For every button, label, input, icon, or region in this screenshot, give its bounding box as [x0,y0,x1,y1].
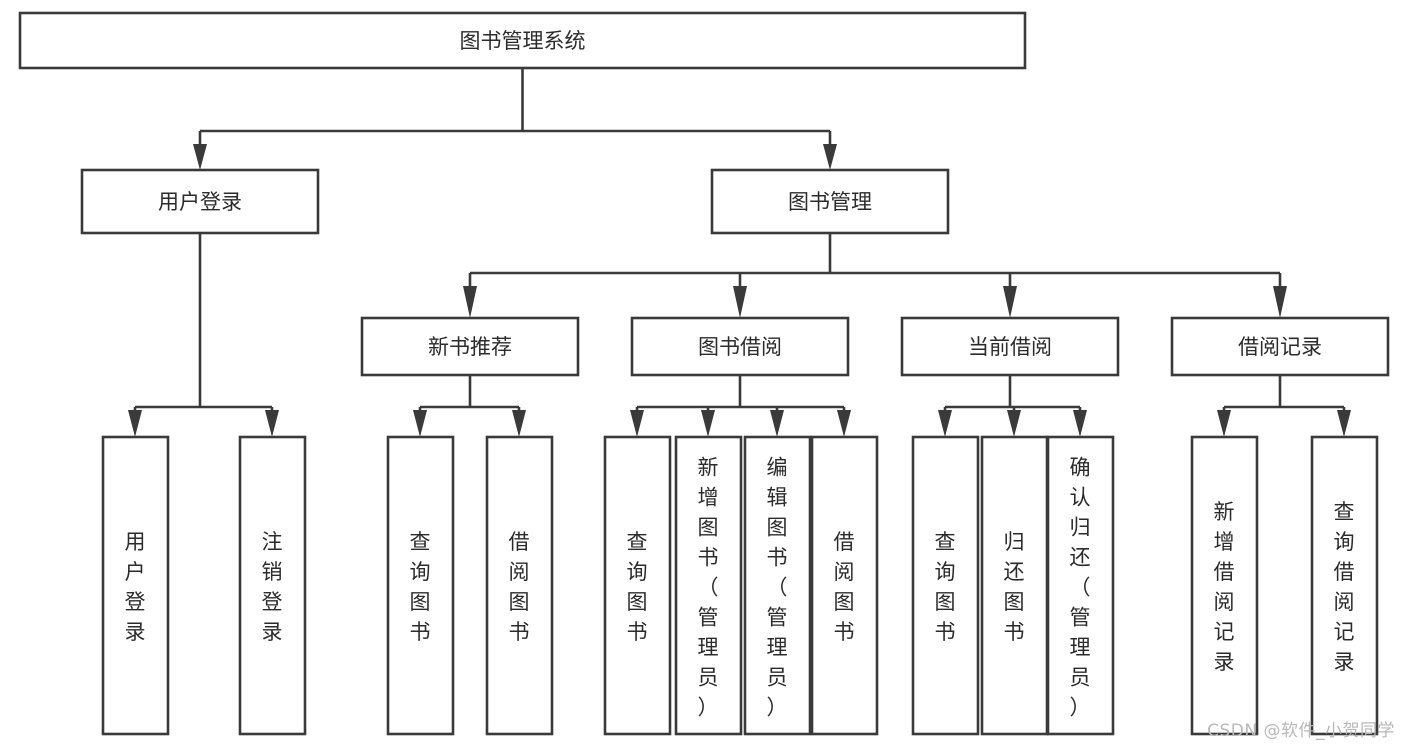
arrowhead-leaf-add-book [701,410,715,437]
arrowhead-book-borrow [733,286,747,318]
node-leaf-add-book-box[interactable] [674,435,743,736]
arrowhead-leaf-logout [265,410,279,437]
node-leaf-confirm-return-label: 确认归还（管理员） [1070,455,1091,719]
node-book-borrow[interactable]: 图书借阅 [630,316,850,377]
connector-group-book-borrow [630,375,851,437]
node-leaf-user-login[interactable]: 用户登录 [101,435,170,736]
node-leaf-edit-book-label: 编辑图书（管理员） [767,455,788,719]
node-user-login[interactable]: 用户登录 [80,168,320,235]
node-leaf-add-book[interactable]: 新增图书（管理员） [674,435,743,736]
node-book-mgmt[interactable]: 图书管理 [710,168,950,235]
arrowhead-leaf-query-record [1337,410,1351,437]
arrowhead-leaf-query-book-c [938,410,952,437]
arrowhead-leaf-add-record [1217,410,1231,437]
node-leaf-return-book-box[interactable] [980,435,1049,736]
node-leaf-user-login-label: 用户登录 [125,530,146,644]
node-user-login-label: 用户登录 [158,190,242,214]
node-book-mgmt-label: 图书管理 [788,190,872,214]
node-leaf-query-book-c-label: 查询图书 [935,530,956,644]
node-current-borrow-label: 当前借阅 [968,335,1052,359]
node-root[interactable]: 图书管理系统 [18,11,1027,70]
node-root-label: 图书管理系统 [460,29,586,53]
connector-group-root [193,68,837,170]
arrowhead-borrow-record [1273,286,1287,318]
node-borrow-record-box[interactable] [1170,316,1390,377]
node-leaf-query-book-a-label: 查询图书 [410,530,431,644]
node-leaf-query-record-box[interactable] [1310,435,1379,736]
node-leaf-query-book-c[interactable]: 查询图书 [911,435,980,736]
node-current-borrow-box[interactable] [900,316,1120,377]
node-leaf-edit-book-box[interactable] [743,435,812,736]
node-leaf-query-book-b-box[interactable] [603,435,672,736]
node-leaf-logout-box[interactable] [238,435,307,736]
node-new-book-rec-box[interactable] [360,316,580,377]
node-new-book-rec[interactable]: 新书推荐 [360,316,580,377]
node-leaf-query-book-a-box[interactable] [386,435,455,736]
node-leaf-add-record-label: 新增借阅记录 [1214,500,1235,674]
node-leaf-confirm-return[interactable]: 确认归还（管理员） [1046,435,1115,736]
node-leaf-borrow-book-b[interactable]: 借阅图书 [810,435,879,736]
arrowhead-current-borrow [1003,286,1017,318]
node-current-borrow[interactable]: 当前借阅 [900,316,1120,377]
node-leaf-query-record-label: 查询借阅记录 [1334,500,1355,674]
node-book-mgmt-box[interactable] [710,168,950,235]
node-leaf-confirm-return-box[interactable] [1046,435,1115,736]
node-book-borrow-label: 图书借阅 [698,335,782,359]
arrowhead-book-mgmt [823,144,837,170]
node-leaf-return-book-label: 归还图书 [1004,530,1025,644]
connector-group-book-mgmt [463,233,1287,318]
arrowhead-leaf-confirm-return [1073,410,1087,437]
arrowhead-leaf-return-book [1007,410,1021,437]
node-root-box[interactable] [18,11,1027,70]
connector-group-current-borrow [938,375,1087,437]
node-leaf-query-book-c-box[interactable] [911,435,980,736]
node-leaf-add-record[interactable]: 新增借阅记录 [1190,435,1259,736]
connector-group-new-book-rec [413,375,526,437]
node-leaf-borrow-book-b-box[interactable] [810,435,879,736]
node-leaf-add-record-box[interactable] [1190,435,1259,736]
node-leaf-query-record[interactable]: 查询借阅记录 [1310,435,1379,736]
arrowhead-user-login [193,144,207,170]
arrowhead-new-book-rec [463,286,477,318]
node-leaf-borrow-book-a[interactable]: 借阅图书 [485,435,554,736]
node-leaf-edit-book[interactable]: 编辑图书（管理员） [743,435,812,736]
node-leaf-add-book-label: 新增图书（管理员） [698,455,719,719]
node-leaf-query-book-a[interactable]: 查询图书 [386,435,455,736]
node-leaf-logout[interactable]: 注销登录 [238,435,307,736]
node-leaf-user-login-box[interactable] [101,435,170,736]
connector-group-user-login [128,233,279,437]
arrowhead-leaf-query-book-b [630,410,644,437]
node-borrow-record[interactable]: 借阅记录 [1170,316,1390,377]
node-borrow-record-label: 借阅记录 [1238,335,1322,359]
node-leaf-return-book[interactable]: 归还图书 [980,435,1049,736]
node-leaf-logout-label: 注销登录 [262,530,283,644]
arrowhead-leaf-borrow-book-a [512,410,526,437]
arrowhead-leaf-query-book-a [413,410,427,437]
node-new-book-rec-label: 新书推荐 [428,335,512,359]
arrowhead-leaf-borrow-book-b [837,410,851,437]
arrowhead-leaf-user-login [128,410,142,437]
node-leaf-borrow-book-a-box[interactable] [485,435,554,736]
node-leaf-borrow-book-a-label: 借阅图书 [509,530,530,644]
node-leaf-borrow-book-b-label: 借阅图书 [834,530,855,644]
node-book-borrow-box[interactable] [630,316,850,377]
node-leaf-query-book-b[interactable]: 查询图书 [603,435,672,736]
connector-group-borrow-record [1217,375,1351,437]
arrowhead-leaf-edit-book [770,410,784,437]
node-user-login-box[interactable] [80,168,320,235]
node-leaf-query-book-b-label: 查询图书 [627,530,648,644]
